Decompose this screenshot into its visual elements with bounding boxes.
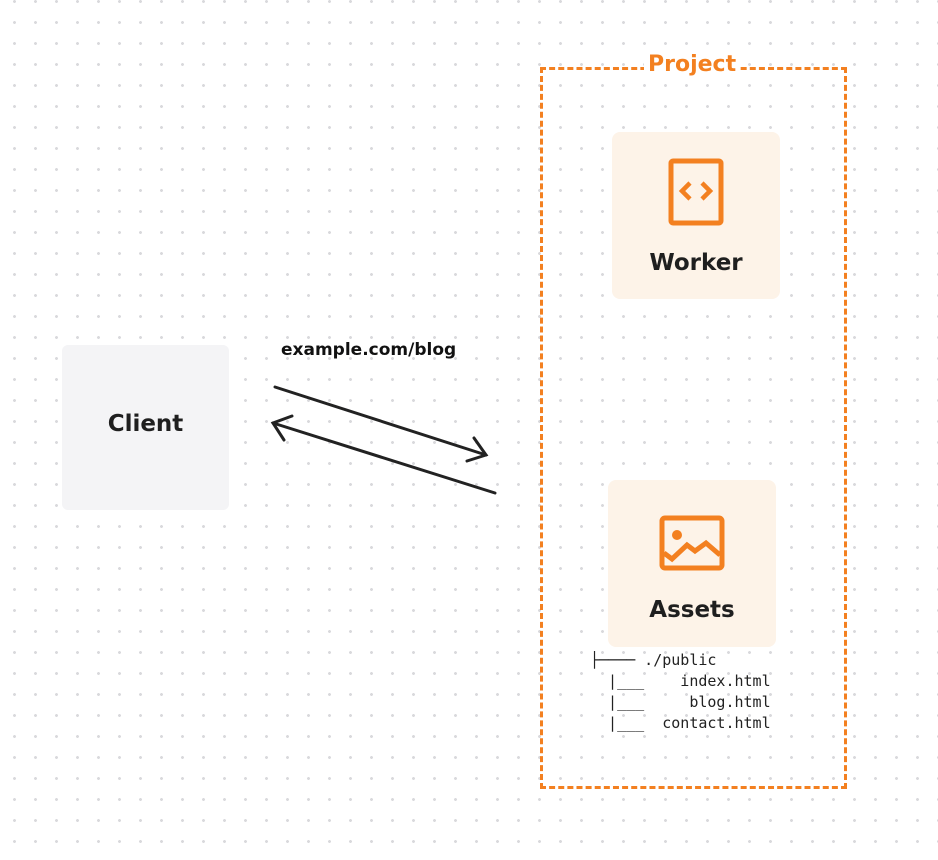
assets-label: Assets — [649, 597, 735, 623]
request-url-label: example.com/blog — [281, 340, 457, 360]
client-node: Client — [62, 345, 229, 510]
tree-line: |___ blog.html — [590, 693, 771, 711]
response-arrow — [270, 414, 497, 495]
tree-line: |___ index.html — [590, 672, 771, 690]
worker-label: Worker — [649, 250, 743, 276]
assets-node: Assets — [608, 480, 776, 647]
file-tree: ├──── ./public |___ index.html |___ blog… — [590, 650, 771, 734]
image-icon — [659, 515, 725, 571]
client-label: Client — [107, 411, 184, 437]
worker-node: Worker — [612, 132, 780, 299]
request-arrow — [273, 385, 489, 463]
tree-line: |___ contact.html — [590, 714, 771, 732]
project-label: Project — [644, 51, 741, 79]
tree-line: ├──── ./public — [590, 651, 717, 669]
code-file-icon — [668, 158, 724, 226]
